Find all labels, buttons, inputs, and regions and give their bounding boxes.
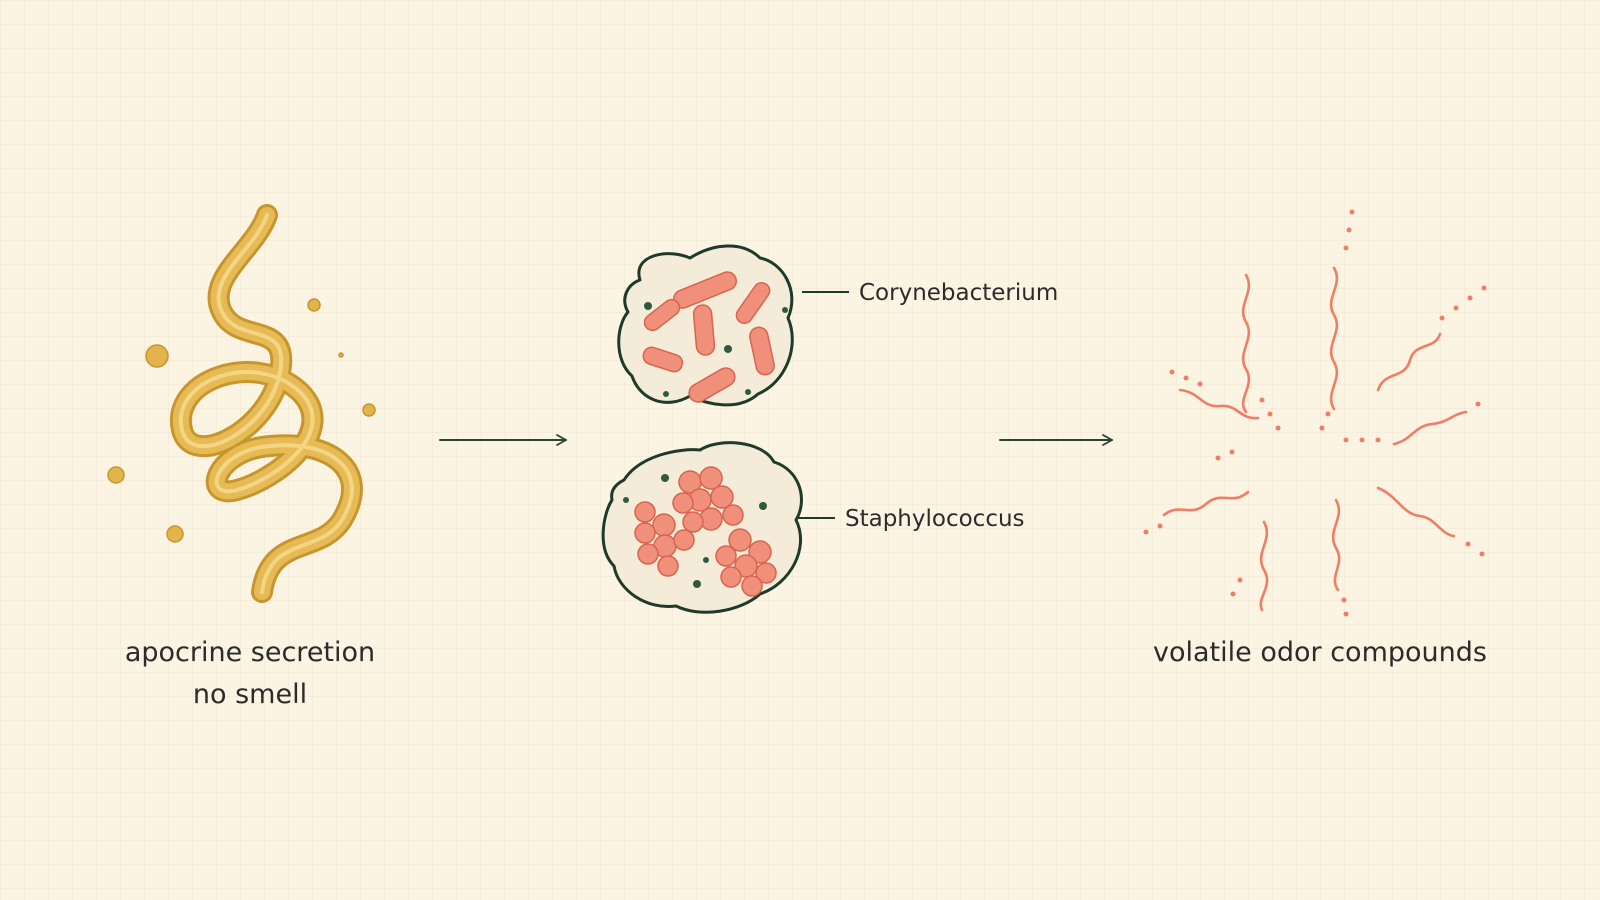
coccus — [682, 511, 704, 533]
coccus — [734, 554, 758, 578]
coccus — [710, 485, 734, 509]
corynebacterium-label: Corynebacterium — [859, 280, 1058, 306]
cocci-cluster-icon — [634, 466, 777, 597]
coccus — [720, 566, 742, 588]
rod-bacterium — [643, 298, 681, 332]
rod-bacterium — [692, 304, 716, 356]
coccus — [673, 529, 695, 551]
coccus — [672, 492, 694, 514]
rod-bacterium — [642, 346, 684, 373]
coccus — [652, 513, 676, 537]
droplet — [145, 344, 169, 368]
coccus — [755, 562, 777, 584]
coccus — [728, 528, 752, 552]
rod-bacterium — [735, 281, 771, 325]
coccus — [748, 540, 772, 564]
coccus — [715, 545, 737, 567]
secretion-label-line1: apocrine secretion — [125, 637, 375, 668]
staphylococcus-colony — [601, 441, 803, 614]
droplet — [338, 352, 344, 358]
rod-bacterium — [688, 367, 736, 403]
droplet — [307, 298, 321, 312]
coccus — [637, 543, 659, 565]
corynebacterium-colony — [617, 244, 794, 407]
secretion-strand-icon — [169, 204, 363, 603]
droplet — [166, 525, 184, 543]
odor-label: volatile odor compounds — [1153, 637, 1487, 668]
coccus — [657, 555, 679, 577]
secretion-droplets — [107, 298, 376, 543]
secretion-label-line2: no smell — [193, 679, 307, 710]
droplet — [362, 403, 376, 417]
colony-dots — [623, 474, 767, 588]
droplet — [107, 466, 125, 484]
colony-dots — [644, 302, 788, 397]
odor-wave-icon — [1162, 266, 1468, 612]
rod-bacteria-icon — [642, 271, 775, 403]
coccus — [741, 575, 763, 597]
coccus — [634, 501, 656, 523]
coccus — [634, 522, 656, 544]
coccus — [699, 466, 723, 490]
rod-bacterium — [749, 326, 775, 376]
coccus — [722, 504, 744, 526]
staphylococcus-label: Staphylococcus — [845, 506, 1025, 532]
odor-dots — [1143, 209, 1487, 617]
